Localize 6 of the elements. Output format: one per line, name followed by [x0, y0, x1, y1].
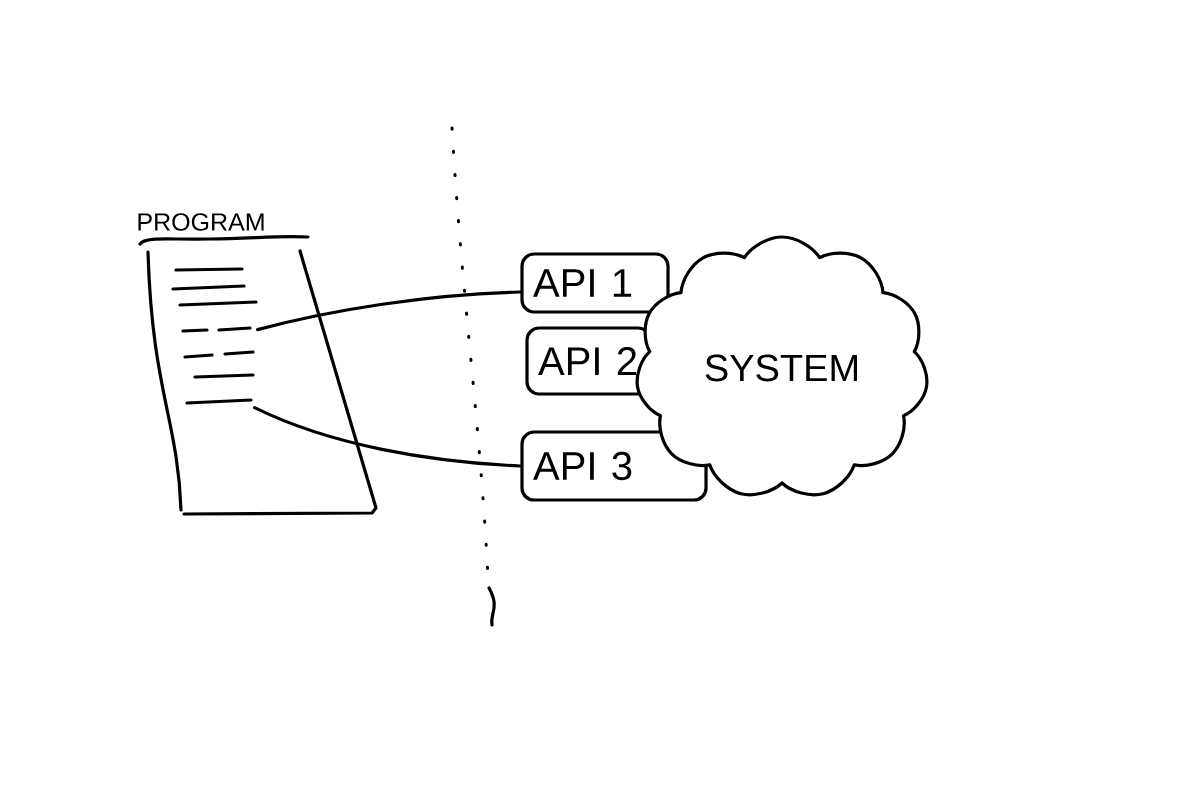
- connector-line: [253, 406, 522, 468]
- rounded-box: API 1: [520, 252, 670, 314]
- heading: PROGRAM: [138, 213, 264, 231]
- connector-line: [256, 290, 522, 332]
- rounded-box: API 2: [525, 326, 652, 396]
- rounded-box: API 3: [520, 430, 708, 502]
